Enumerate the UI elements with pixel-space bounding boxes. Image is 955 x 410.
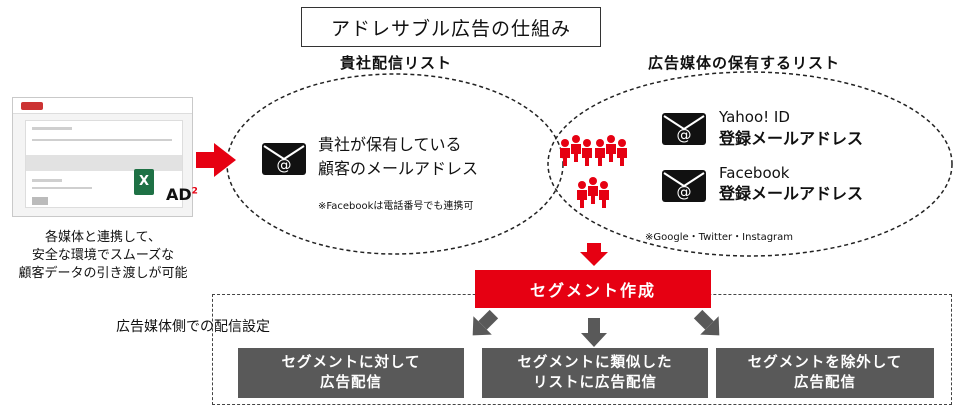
left-caption-line3: 顧客データの引き渡しが可能 <box>18 266 188 281</box>
svg-text:@: @ <box>277 156 292 174</box>
tool-screenshot: X AD2 <box>12 97 198 217</box>
mini-logo <box>21 102 43 110</box>
ad2-logo: AD2 <box>166 185 198 204</box>
segment-lookalike-box: セグメントに類似した リストに広告配信 <box>482 348 708 398</box>
diagram-title: アドレサブル広告の仕組み <box>301 7 601 47</box>
yahoo-name: Yahoo! ID <box>719 108 790 126</box>
facebook-sub: 登録メールアドレス <box>719 184 864 203</box>
mini-line <box>32 179 62 182</box>
people-group-icon <box>560 135 627 208</box>
svg-text:@: @ <box>677 126 692 144</box>
right-list-ellipse <box>547 71 953 257</box>
left-ellipse-note: ※Facebookは電話番号でも連携可 <box>318 201 474 212</box>
segment-lookalike-line1: セグメントに類似した <box>517 355 673 371</box>
delivery-settings-label: 広告媒体側での配信設定 <box>116 319 270 335</box>
facebook-name: Facebook <box>719 164 790 182</box>
right-ellipse-note: ※Google・Twitter・Instagram <box>645 232 794 243</box>
gray-arrow-left-icon <box>472 309 499 336</box>
red-arrow-down-icon <box>580 243 608 266</box>
yahoo-sub: 登録メールアドレス <box>719 129 864 148</box>
mail-at-icon: @ <box>662 170 706 202</box>
left-caption-line2: 安全な環境でスムーズな <box>31 248 175 263</box>
segment-exclude-box: セグメントを除外して 広告配信 <box>716 348 934 398</box>
mini-button <box>32 197 48 205</box>
left-caption-line1: 各媒体と連携して、 <box>45 230 161 245</box>
segment-exclude-line2: 広告配信 <box>793 375 856 391</box>
segment-lookalike-line2: リストに広告配信 <box>533 375 657 391</box>
right-ellipse-label: 広告媒体の保有するリスト <box>648 54 841 72</box>
left-ellipse-label: 貴社配信リスト <box>340 54 453 72</box>
gray-arrow-down-icon <box>581 318 607 347</box>
gray-arrow-right-icon <box>693 309 720 336</box>
mini-line <box>32 187 92 189</box>
mail-at-icon: @ <box>262 143 306 175</box>
mini-line <box>32 127 72 130</box>
svg-text:@: @ <box>677 183 692 201</box>
segment-target-line2: 広告配信 <box>319 375 382 391</box>
excel-icon: X <box>134 169 154 195</box>
segment-target-box: セグメントに対して 広告配信 <box>238 348 464 398</box>
segment-target-line1: セグメントに対して <box>281 355 421 371</box>
mini-line <box>32 139 172 141</box>
mini-band <box>26 155 182 171</box>
left-ellipse-text-line1: 貴社が保有している <box>318 135 462 154</box>
mini-panel: X AD2 <box>25 120 198 208</box>
segment-create-box: セグメント作成 <box>475 270 711 308</box>
red-arrow-right-icon <box>196 143 236 177</box>
mail-at-icon: @ <box>662 113 706 145</box>
left-ellipse-text-line2: 顧客のメールアドレス <box>318 159 479 178</box>
mini-header <box>13 98 192 114</box>
segment-exclude-line1: セグメントを除外して <box>747 355 903 371</box>
